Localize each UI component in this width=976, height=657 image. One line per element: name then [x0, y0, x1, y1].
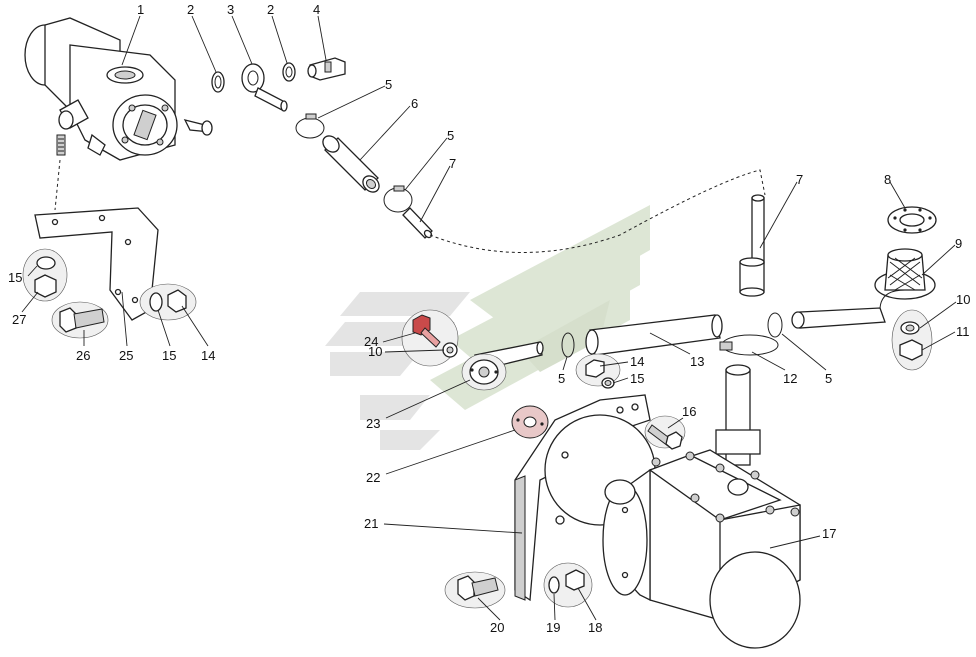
hose-clamp-part-5b — [383, 185, 413, 213]
hose-part-6 — [322, 135, 380, 193]
gearbox-part-17 — [602, 364, 801, 649]
leader-lines — [21, 15, 957, 621]
callout-2a: 2 — [187, 2, 194, 17]
nut-washer-group-14-15-middle — [575, 353, 621, 389]
callout-14a: 14 — [630, 354, 644, 369]
clip-part-5d — [561, 332, 575, 358]
callout-5b: 5 — [447, 128, 454, 143]
callout-13: 13 — [690, 354, 704, 369]
callout-2b: 2 — [267, 2, 274, 17]
nut-washer-group-18-19 — [543, 562, 593, 608]
callout-5d: 5 — [558, 371, 565, 386]
callout-18: 18 — [588, 620, 602, 635]
assembly-dashed-line-left — [54, 159, 61, 211]
bolt-part-26 — [51, 301, 109, 339]
callout-24: 24 — [364, 334, 378, 349]
bracket-part-25 — [34, 207, 159, 321]
bolt-part-16 — [644, 415, 686, 450]
callout-25: 25 — [119, 348, 133, 363]
bolt-group-24-10 — [401, 309, 459, 367]
washer-part-2b — [282, 62, 296, 82]
callout-26: 26 — [76, 348, 90, 363]
clamp-ring-part-12 — [719, 334, 779, 356]
washer-part-2a — [211, 71, 225, 93]
callout-15a: 15 — [630, 371, 644, 386]
filter-part-9 — [791, 248, 936, 329]
washer-nut-group-10-11 — [891, 309, 933, 371]
callout-16: 16 — [682, 404, 696, 419]
callout-23: 23 — [366, 416, 380, 431]
callout-12: 12 — [783, 371, 797, 386]
hose-clamp-part-5a — [295, 113, 325, 139]
callout-19: 19 — [546, 620, 560, 635]
callout-22: 22 — [366, 470, 380, 485]
callout-8: 8 — [884, 172, 891, 187]
tube-part-7b — [739, 194, 765, 297]
callout-4: 4 — [313, 2, 320, 17]
gasket-part-8 — [887, 206, 937, 234]
callout-20: 20 — [490, 620, 504, 635]
callout-7b: 7 — [796, 172, 803, 187]
bracket-part-21 — [514, 394, 656, 602]
callout-5a: 5 — [385, 77, 392, 92]
callout-27: 27 — [12, 312, 26, 327]
flange-tube-part-23 — [461, 341, 544, 391]
callout-17: 17 — [822, 526, 836, 541]
hose-clamp-part-5c — [767, 312, 783, 338]
tube-part-7a — [402, 207, 433, 239]
callout-5c: 5 — [825, 371, 832, 386]
callout-7a: 7 — [449, 156, 456, 171]
nut-washer-group-15-27 — [22, 248, 68, 302]
bolt-part-20 — [444, 571, 506, 609]
pump-assembly-part-1 — [24, 17, 213, 161]
gasket-part-22 — [511, 405, 549, 439]
callout-numbers: 1 2 3 2 4 5 6 5 7 7 8 9 10 11 5 12 13 14… — [8, 2, 970, 635]
callout-9: 9 — [955, 236, 962, 251]
callout-14b: 14 — [201, 348, 215, 363]
banjo-bolt-part-4 — [307, 57, 346, 81]
nut-washer-group-14-15-left — [139, 283, 197, 321]
callout-15b: 15 — [8, 270, 22, 285]
callout-11: 11 — [956, 324, 970, 339]
banjo-fitting-part-3 — [241, 63, 288, 112]
tube-dashed-route — [429, 169, 766, 253]
callout-21: 21 — [364, 516, 378, 531]
callout-3: 3 — [227, 2, 234, 17]
callout-10b: 10 — [368, 344, 382, 359]
callout-15c: 15 — [162, 348, 176, 363]
callout-1: 1 — [137, 2, 144, 17]
callout-10a: 10 — [956, 292, 970, 307]
callout-6: 6 — [411, 96, 418, 111]
hose-part-13 — [585, 314, 723, 356]
